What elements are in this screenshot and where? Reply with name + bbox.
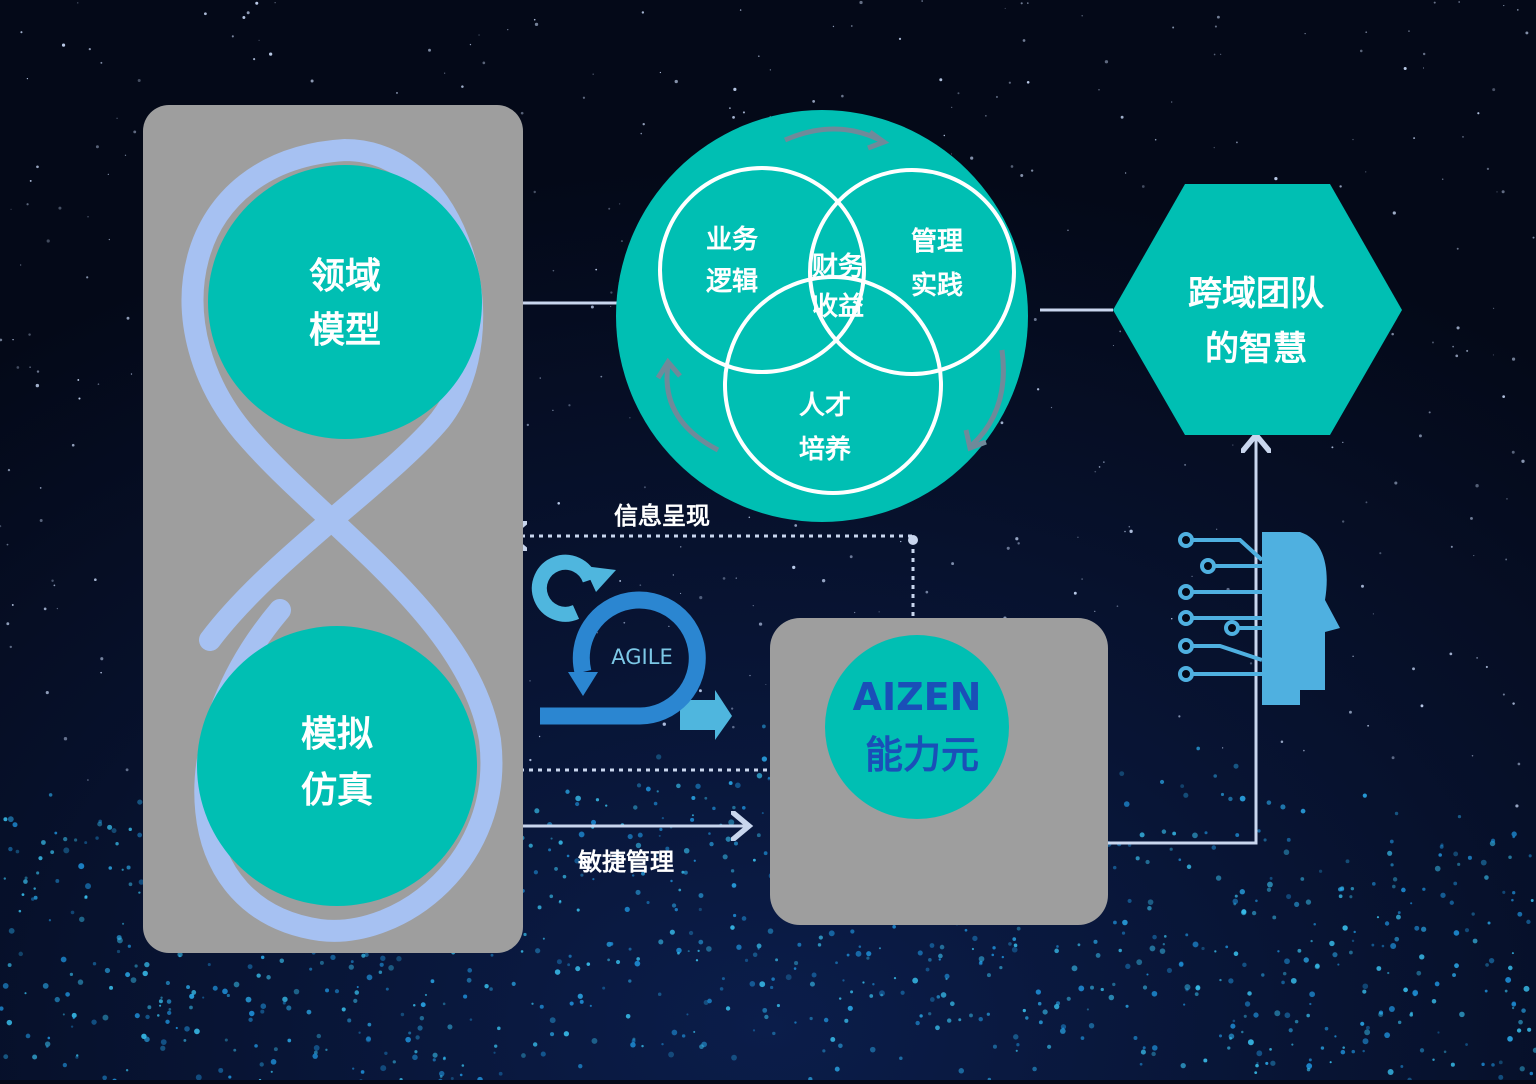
venn-circles bbox=[658, 166, 1016, 495]
aizen-subtitle: 能力元 bbox=[865, 733, 979, 777]
venn-talent-2: 培养 bbox=[799, 434, 851, 465]
domain-model-label-2: 模型 bbox=[309, 309, 381, 351]
hexagon-label-2: 的智慧 bbox=[1205, 329, 1307, 369]
dot-node bbox=[908, 535, 918, 545]
cycle-arrows bbox=[655, 126, 1006, 453]
ai-head-icon bbox=[1178, 532, 1340, 705]
venn-finance-1: 财务 bbox=[812, 252, 864, 282]
info-presentation-label: 信息呈现 bbox=[614, 501, 710, 530]
connectors bbox=[492, 303, 1256, 845]
simulation-circle bbox=[197, 626, 477, 906]
simulation-label-1: 模拟 bbox=[301, 713, 373, 755]
venn-management-2: 实践 bbox=[911, 270, 963, 301]
venn-finance-2: 收益 bbox=[812, 292, 864, 322]
agile-icon: AGILE bbox=[531, 554, 732, 740]
venn-management-1: 管理 bbox=[911, 227, 963, 257]
venn-business-2: 逻辑 bbox=[706, 267, 758, 297]
hexagon-label-1: 跨域团队 bbox=[1188, 274, 1325, 314]
venn-talent-1: 人才 bbox=[799, 391, 851, 421]
domain-model-circle bbox=[208, 165, 482, 439]
simulation-label-2: 仿真 bbox=[301, 769, 373, 811]
agile-text: AGILE bbox=[611, 645, 672, 669]
domain-model-label-1: 领域 bbox=[309, 255, 381, 297]
arrow-to-hexagon bbox=[1108, 438, 1256, 845]
infinity-loop bbox=[181, 139, 503, 942]
aizen-title: AIZEN bbox=[853, 675, 982, 719]
aizen-circle bbox=[825, 635, 1009, 819]
team-wisdom-hexagon bbox=[1113, 184, 1402, 435]
agile-management-label: 敏捷管理 bbox=[577, 847, 674, 876]
venn-business-1: 业务 bbox=[706, 225, 758, 255]
